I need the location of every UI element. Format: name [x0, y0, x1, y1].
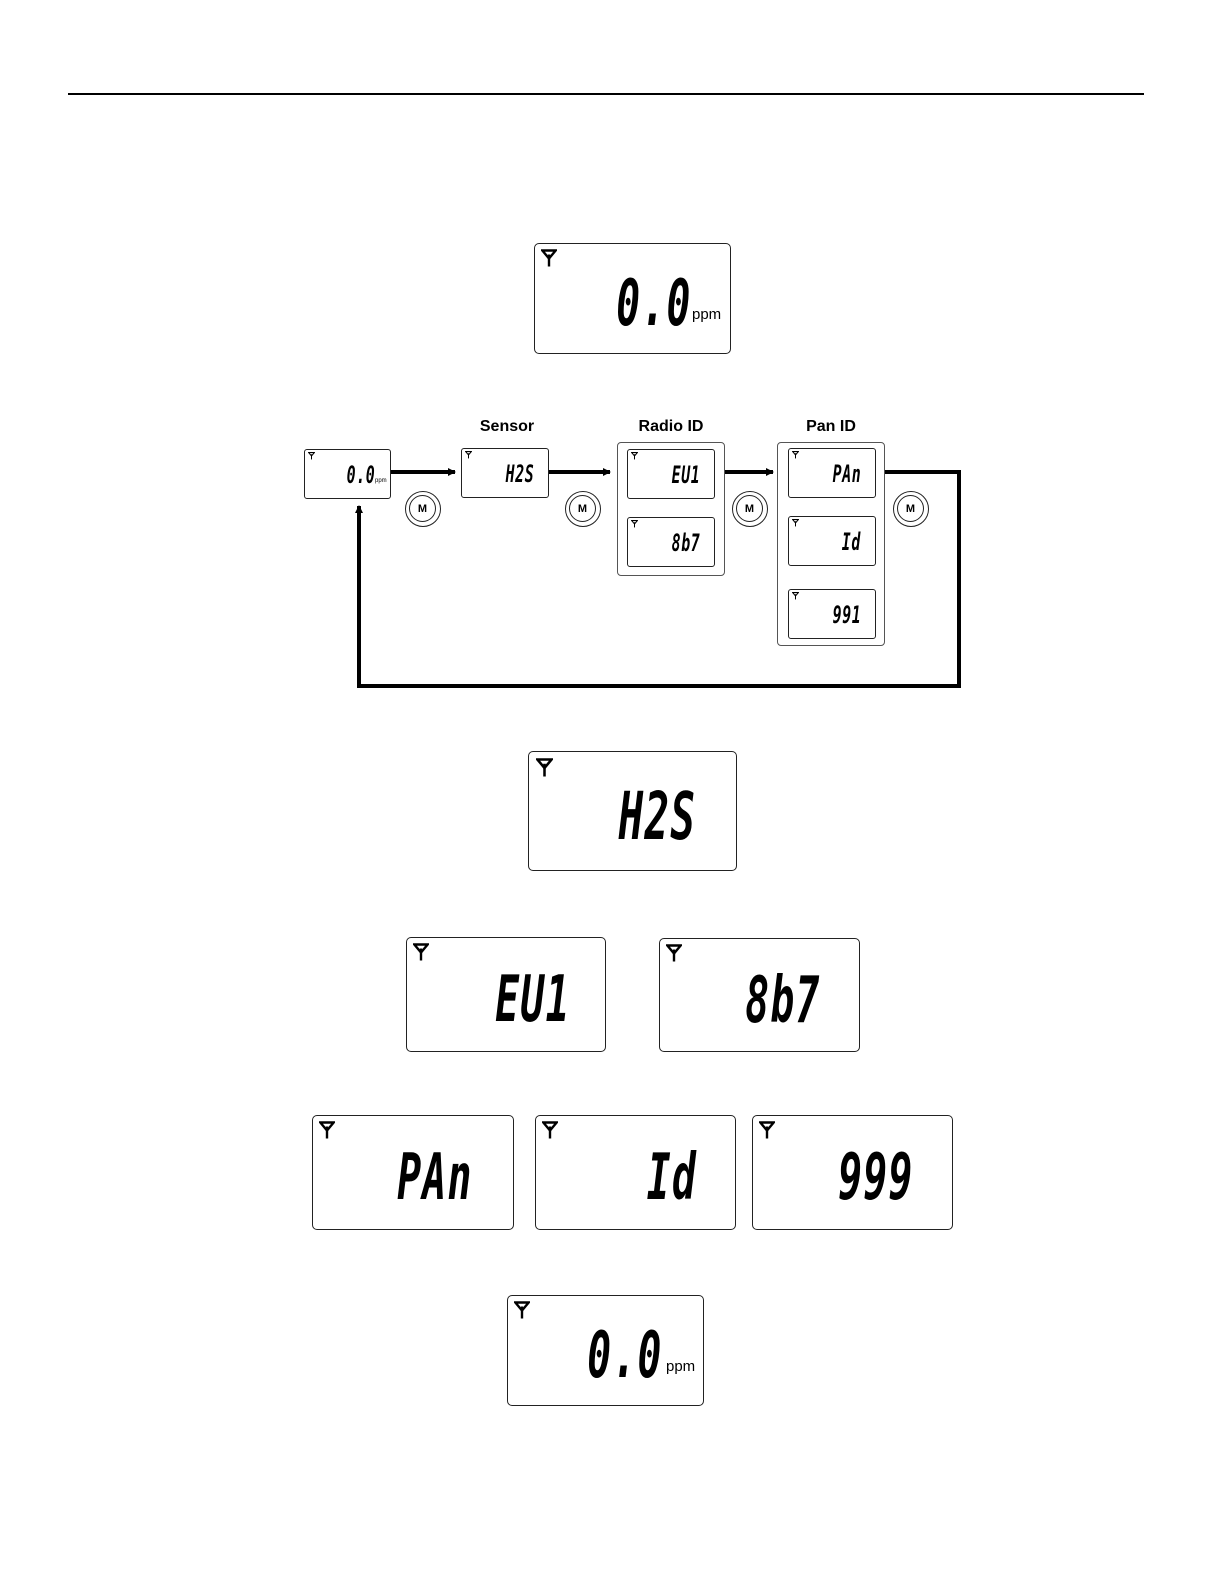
mode-button-label: M: [897, 495, 924, 522]
lcd-digits: H2S: [505, 462, 534, 486]
mode-button-label: M: [409, 495, 436, 522]
antenna-signal-icon: [319, 1121, 335, 1140]
antenna-signal-icon: [792, 451, 799, 459]
lcd-display-pan-2: Id: [535, 1115, 736, 1230]
mode-button-icon: M: [405, 491, 441, 527]
mode-button-label: M: [569, 495, 596, 522]
lcd-digits: 0.0: [588, 1324, 663, 1388]
mode-button-icon: M: [893, 491, 929, 527]
mini-display-sensor: H2S: [461, 448, 549, 498]
lcd-digits: PAn: [398, 1146, 473, 1210]
lcd-display-radio-1: EU1: [406, 937, 606, 1052]
antenna-signal-icon: [536, 758, 553, 778]
antenna-signal-icon: [308, 452, 315, 460]
lcd-display-bottom-reading: 0.0 ppm: [507, 1295, 704, 1406]
mini-display-home: 0.0 ppm: [304, 449, 391, 499]
mini-display-radio-1: EU1: [627, 449, 715, 499]
lcd-digits: 8b7: [746, 969, 821, 1033]
lcd-digits: 0.0: [346, 463, 375, 487]
lcd-digits: Id: [842, 530, 861, 554]
lcd-digits: Id: [647, 1146, 697, 1210]
lcd-display-pan-1: PAn: [312, 1115, 514, 1230]
antenna-signal-icon: [666, 944, 682, 963]
lcd-digits: EU1: [671, 463, 700, 487]
lcd-display-sensor: H2S: [528, 751, 737, 871]
antenna-signal-icon: [792, 519, 799, 527]
antenna-signal-icon: [514, 1301, 530, 1320]
lcd-digits: H2S: [618, 784, 696, 850]
mode-button-label: M: [736, 495, 763, 522]
mini-display-pan-2: Id: [788, 516, 876, 566]
lcd-unit: ppm: [375, 478, 387, 484]
antenna-signal-icon: [413, 943, 429, 962]
mini-display-pan-3: 991: [788, 589, 876, 639]
antenna-signal-icon: [542, 1121, 558, 1140]
antenna-signal-icon: [759, 1121, 775, 1140]
antenna-signal-icon: [465, 451, 472, 459]
mode-button-icon: M: [565, 491, 601, 527]
mode-button-icon: M: [732, 491, 768, 527]
antenna-signal-icon: [631, 452, 638, 460]
lcd-digits: 999: [839, 1146, 914, 1210]
lcd-display-pan-3: 999: [752, 1115, 953, 1230]
lcd-unit: ppm: [666, 1359, 695, 1374]
lcd-display-radio-2: 8b7: [659, 938, 860, 1052]
mini-display-radio-2: 8b7: [627, 517, 715, 567]
antenna-signal-icon: [631, 520, 638, 528]
lcd-digits: 991: [832, 603, 861, 627]
antenna-signal-icon: [792, 592, 799, 600]
lcd-digits: PAn: [832, 462, 861, 486]
lcd-digits: 8b7: [671, 531, 700, 555]
lcd-digits: EU1: [496, 968, 571, 1032]
mini-display-pan-1: PAn: [788, 448, 876, 498]
